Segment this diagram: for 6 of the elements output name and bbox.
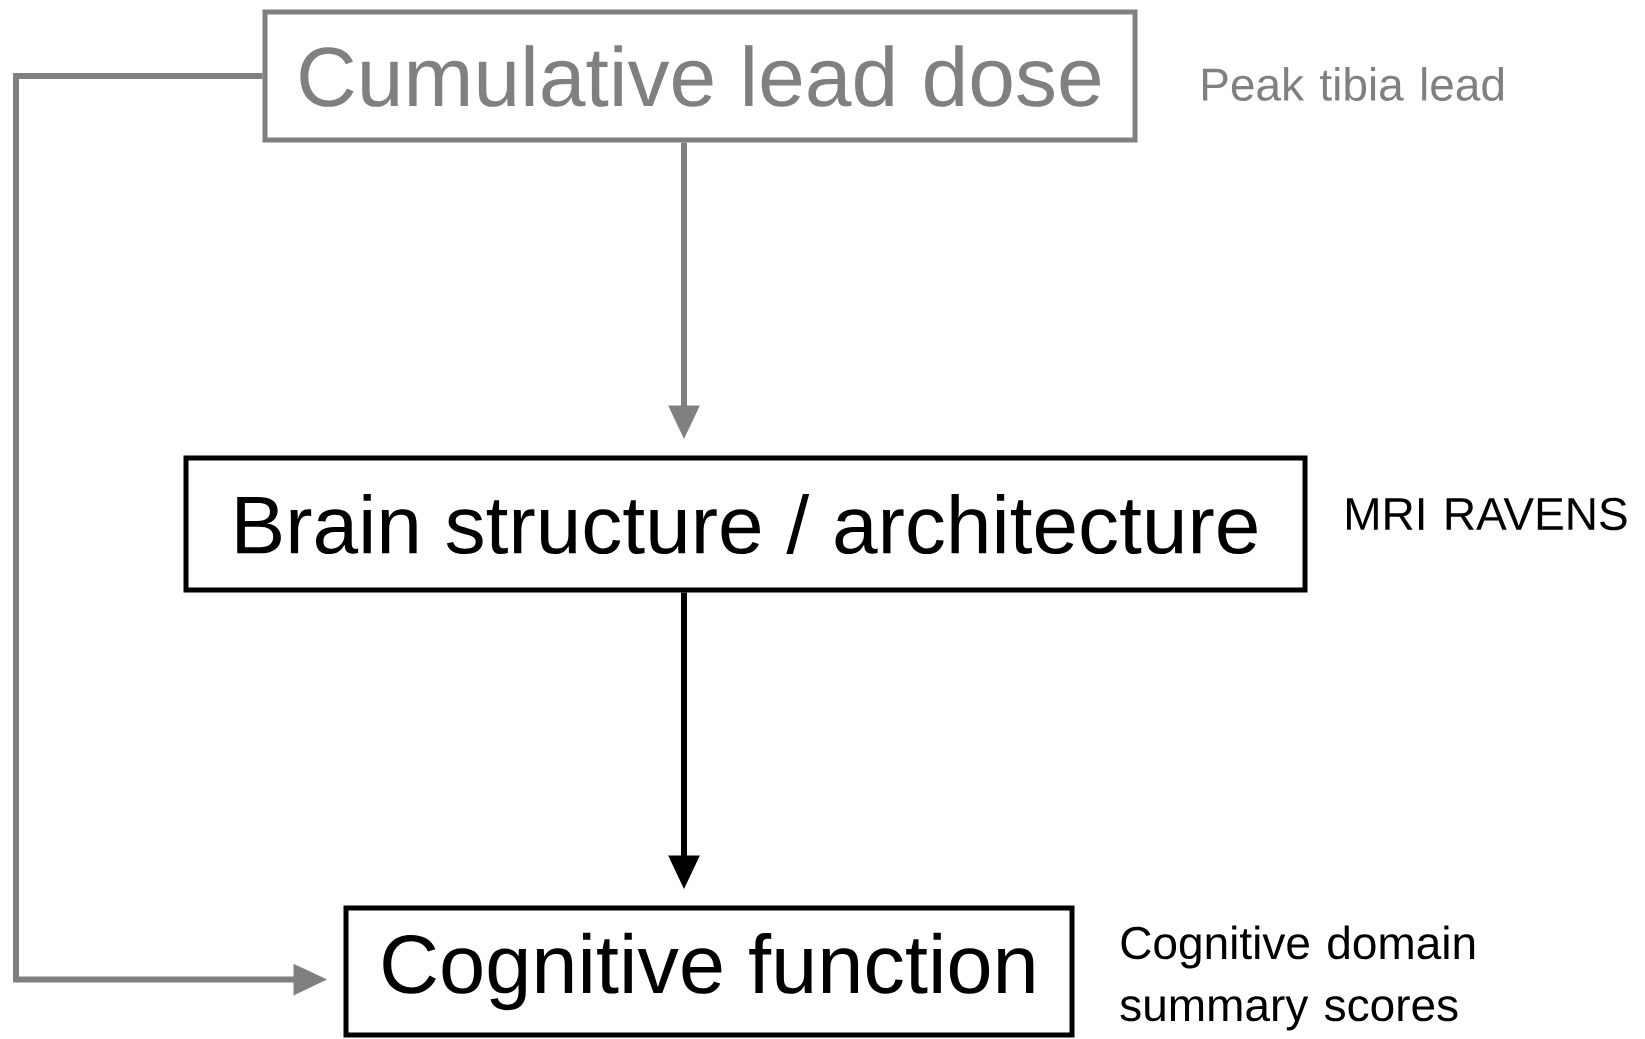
process-box: Cumulative lead dose [262, 9, 1138, 143]
annotation-text: MRI RAVENS [1347, 497, 1627, 531]
process-box: Cognitive function [343, 905, 1075, 1038]
annotation-text: Peak tibia lead [1203, 67, 1504, 101]
process-box: Brain structure / architecture [183, 455, 1308, 593]
annotation-text: Cognitive domain summary scores [1120, 925, 1475, 1031]
